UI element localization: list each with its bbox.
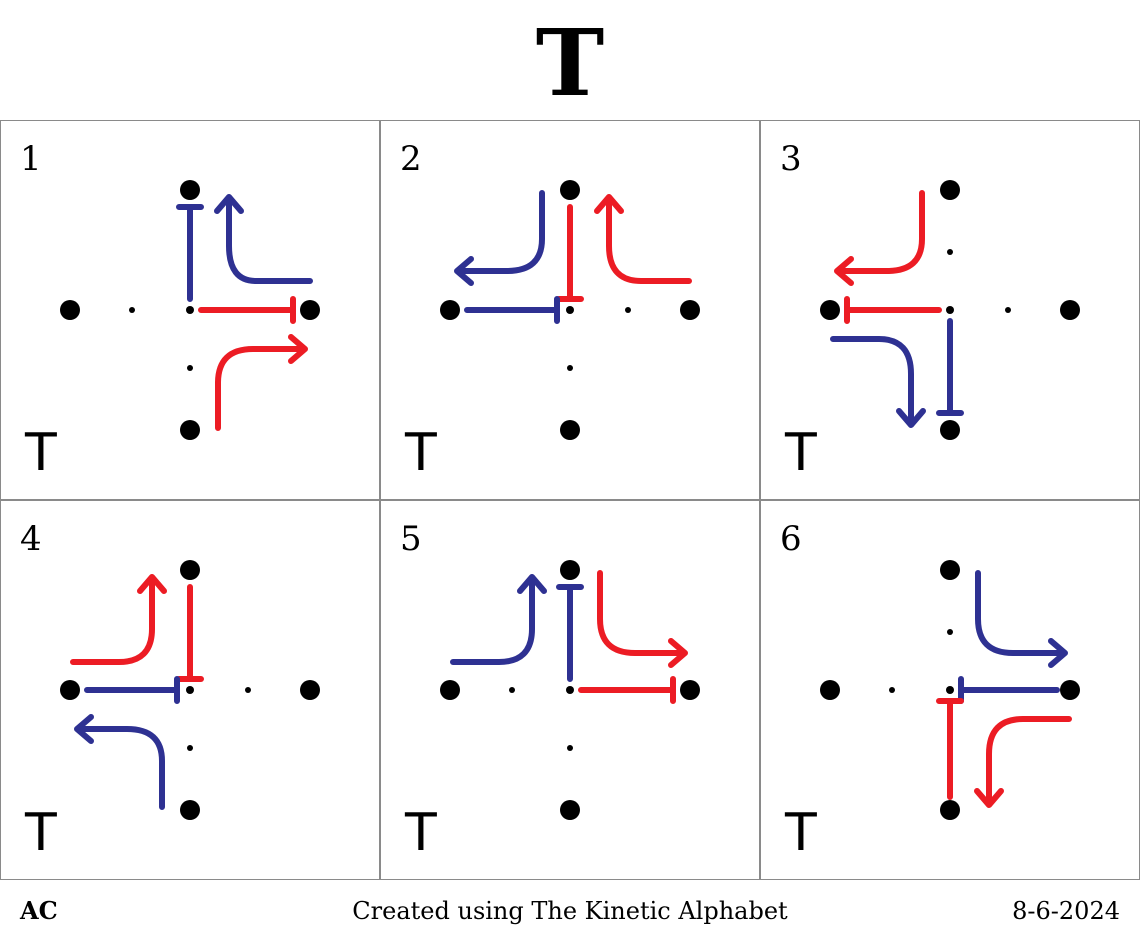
blue-curve-arrow	[74, 714, 165, 810]
blue-stop-line	[958, 676, 1060, 704]
panel-6: 6 T	[760, 500, 1140, 880]
red-curve-arrow	[215, 334, 308, 431]
red-curve-arrow	[594, 194, 692, 284]
panel-letter: T	[405, 803, 437, 863]
red-curve-arrow	[834, 190, 925, 286]
panel-3-diagram	[820, 180, 1080, 440]
page-title: T	[535, 9, 605, 117]
panel-letter: T	[785, 803, 817, 863]
panel-5: 5 T	[380, 500, 760, 880]
panel-4: 4 T	[0, 500, 380, 880]
credit-text: Created using The Kinetic Alphabet	[352, 897, 788, 925]
blue-stop-line	[936, 318, 964, 416]
panel-3: 3 T	[760, 120, 1140, 500]
red-stop-line	[556, 204, 584, 302]
panel-letter: T	[25, 423, 57, 483]
panel-2-diagram	[440, 180, 700, 440]
blue-curve-arrow	[830, 336, 926, 428]
blue-stop-line	[556, 584, 584, 682]
blue-stop-line	[464, 296, 560, 324]
footer: AC Created using The Kinetic Alphabet 8-…	[0, 880, 1140, 940]
panel-number: 6	[780, 519, 802, 559]
panel-number: 2	[400, 139, 422, 179]
author-label: AC	[20, 896, 58, 925]
red-curve-arrow	[70, 574, 167, 665]
panel-1-diagram	[60, 180, 320, 440]
red-stop-line	[844, 296, 942, 324]
panel-grid: 1 T 2 T	[0, 120, 1140, 880]
blue-curve-arrow	[214, 194, 313, 284]
blue-curve-arrow	[454, 190, 545, 286]
red-stop-line	[176, 584, 204, 682]
red-curve-arrow	[597, 570, 688, 668]
panel-number: 5	[400, 519, 422, 559]
red-stop-line	[936, 698, 964, 800]
panel-4-diagram	[60, 560, 320, 820]
panel-letter: T	[25, 803, 57, 863]
blue-curve-arrow	[450, 574, 547, 665]
panel-letter: T	[405, 423, 437, 483]
panel-number: 1	[20, 139, 42, 179]
red-stop-line	[578, 676, 676, 704]
panel-number: 4	[20, 519, 42, 559]
panel-6-diagram	[820, 560, 1080, 820]
panel-2: 2 T	[380, 120, 760, 500]
panel-1: 1 T	[0, 120, 380, 500]
red-curve-arrow	[974, 716, 1072, 808]
red-stop-line	[198, 296, 296, 324]
blue-stop-line	[84, 676, 180, 704]
panel-number: 3	[780, 139, 802, 179]
panel-letter: T	[785, 423, 817, 483]
blue-stop-line	[176, 204, 204, 302]
panel-5-diagram	[440, 560, 700, 820]
date-label: 8-6-2024	[1012, 897, 1120, 925]
blue-curve-arrow	[975, 570, 1068, 668]
